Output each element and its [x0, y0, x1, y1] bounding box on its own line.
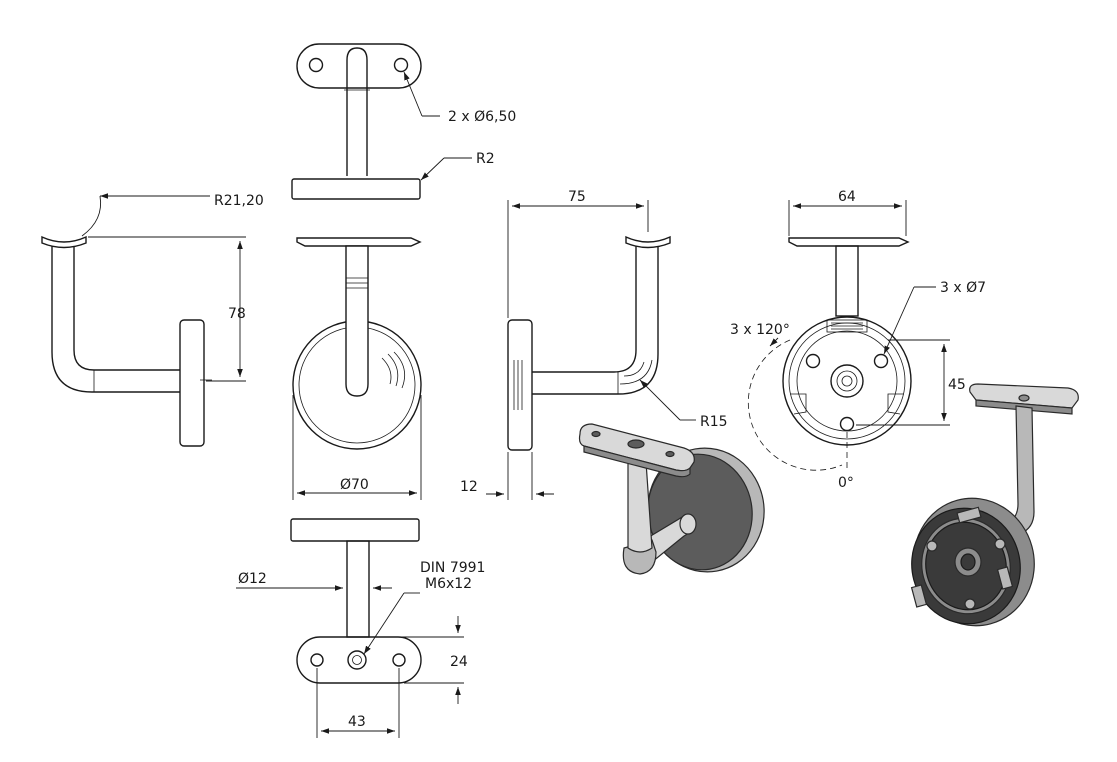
screw-size-label: M6x12: [425, 576, 472, 592]
disc-thickness-label: 12: [460, 479, 478, 495]
rear-view: [747, 237, 912, 471]
hole-callout-label: 2 x Ø6,50: [448, 109, 516, 125]
plate-width-label: 64: [838, 189, 856, 205]
screw-standard-label: DIN 7991: [420, 560, 485, 576]
plate-radius-label: R2: [476, 151, 495, 167]
zero-angle-label: 0°: [838, 475, 854, 491]
front-view: [292, 237, 422, 450]
bend-radius-callout: R15: [639, 379, 728, 430]
plate-depth-label: 24: [450, 654, 468, 670]
isometric-view-front: [578, 423, 765, 575]
top-view: [291, 43, 422, 200]
plate-depth-dimension: 24: [378, 616, 468, 704]
reach-label: 75: [568, 189, 586, 205]
disc-thickness-dimension: 12: [460, 452, 554, 500]
screw-callout: DIN 7991 M6x12: [363, 560, 485, 655]
disc-diameter-label: Ø70: [340, 477, 369, 493]
arc-radius-label: R21,20: [214, 193, 264, 209]
bend-radius-label: R15: [700, 414, 728, 430]
hole-pitch-dimension: 43: [316, 668, 400, 738]
arc-radius-callout: R21,20: [100, 193, 264, 209]
hole-spacing-label: 45: [948, 377, 966, 393]
height-dimension: 78: [88, 236, 246, 382]
rod-diameter-label: Ø12: [238, 571, 267, 587]
hole-angle-label: 3 x 120°: [730, 322, 790, 338]
rod-diameter-dimension: Ø12: [236, 571, 392, 591]
reach-dimension: 75: [507, 189, 649, 318]
isometric-view-rear: [910, 383, 1079, 627]
hole-angle-callout: 3 x 120°: [730, 322, 790, 347]
height-label: 78: [228, 306, 246, 322]
plate-width-dimension: 64: [788, 189, 907, 236]
hole-count-label: 3 x Ø7: [940, 280, 986, 296]
hole-callout: 2 x Ø6,50: [403, 71, 516, 125]
right-side-view: [507, 235, 671, 451]
left-side-view: [41, 195, 212, 447]
hole-count-callout: 3 x Ø7: [883, 280, 986, 355]
bottom-view: [290, 518, 422, 684]
plate-radius-callout: R2: [420, 151, 495, 181]
hole-pitch-label: 43: [348, 714, 366, 730]
hole-spacing-dimension: 45: [856, 339, 966, 426]
disc-diameter-dimension: Ø70: [292, 395, 422, 500]
